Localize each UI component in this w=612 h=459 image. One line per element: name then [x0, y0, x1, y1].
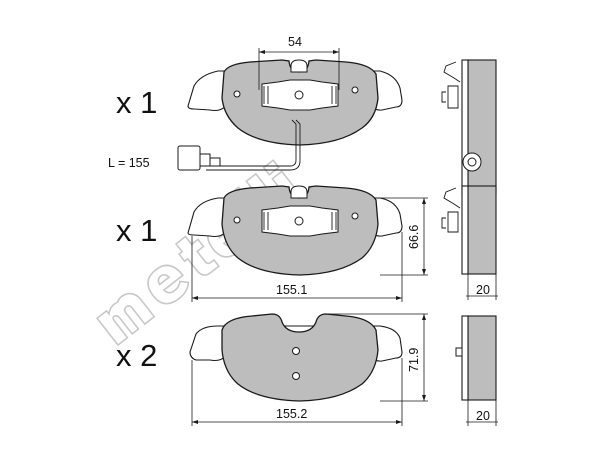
brake-pad-3: 71.9 155.2 — [189, 313, 428, 426]
brake-pad-2: 66.6 155.1 — [187, 185, 428, 302]
plate-hole — [233, 90, 241, 98]
quantity-label-pad-2: x 1 — [116, 213, 157, 248]
side-friction-layer — [467, 59, 497, 195]
rivet — [294, 90, 304, 100]
plate-hole — [292, 372, 300, 380]
dimension-sensor-spacing: 54 — [288, 35, 302, 49]
side-backing-plate — [461, 59, 469, 195]
plate-hole — [233, 216, 241, 224]
dimension-width-1: 155.1 — [276, 283, 307, 297]
dimension-height-2: 71.9 — [407, 348, 421, 372]
side-view-pad-2: 20 — [441, 185, 498, 300]
side-view-pad-3: 20 — [455, 315, 498, 426]
side-friction-layer — [467, 185, 497, 275]
sensor-plug-ring — [209, 157, 221, 167]
dimension-width-2: 155.2 — [276, 407, 307, 421]
side-backing-plate — [461, 315, 469, 401]
rivet — [294, 216, 304, 226]
plate-hole — [351, 86, 359, 94]
dimension-height-1: 66.6 — [407, 225, 421, 249]
side-friction-layer — [467, 315, 497, 401]
sensor-connector — [177, 145, 201, 171]
sensor-notch — [290, 59, 308, 73]
dimension-thickness-1: 20 — [476, 283, 490, 297]
side-sensor-core — [467, 157, 477, 167]
wear-sensor: L = 155 — [108, 119, 301, 171]
quantity-label-pad-1: x 1 — [116, 85, 157, 120]
dimension-thickness-2: 20 — [476, 409, 490, 423]
side-backing-plate — [461, 185, 469, 275]
plate-hole — [292, 347, 300, 355]
plate-hole — [351, 212, 359, 220]
side-view-pad-1 — [441, 59, 497, 195]
friction-pad — [221, 313, 379, 402]
sensor-notch — [290, 185, 308, 199]
wire-length-label: L = 155 — [108, 156, 150, 170]
side-clip — [455, 347, 463, 357]
brake-pad-1: 54 — [187, 35, 403, 146]
sensor-connector-neck — [199, 153, 211, 167]
quantity-label-pad-3: x 2 — [116, 338, 157, 373]
